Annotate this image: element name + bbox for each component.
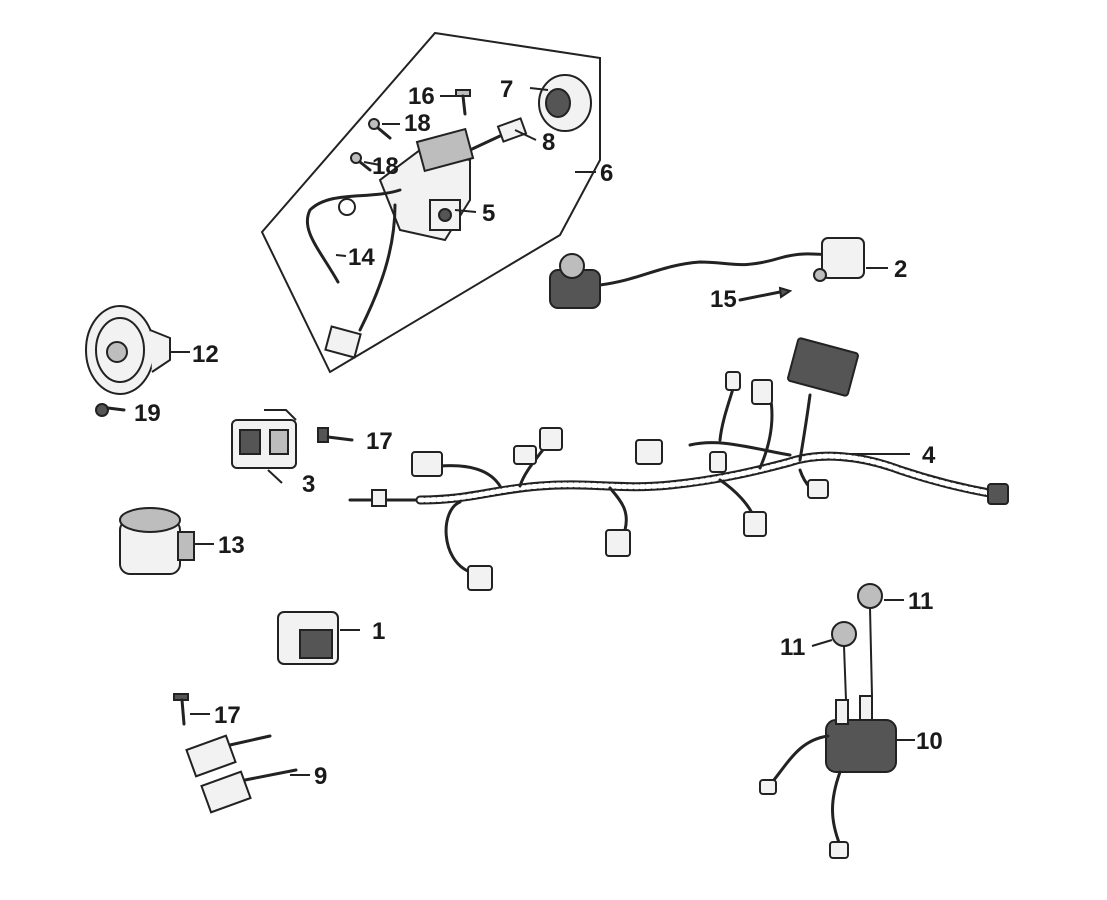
nut-part-11-left bbox=[831, 621, 857, 701]
starter-relay-part-10 bbox=[759, 695, 897, 859]
callout-11-left: 11 bbox=[780, 634, 805, 661]
bolt-part-19 bbox=[95, 403, 126, 417]
callout-18-upper: 18 bbox=[404, 110, 431, 137]
callout-11-right: 11 bbox=[908, 588, 933, 615]
callout-15: 15 bbox=[710, 286, 737, 313]
callout-4: 4 bbox=[922, 442, 936, 469]
switch-part-1 bbox=[277, 611, 339, 665]
callout-13: 13 bbox=[218, 532, 245, 559]
callout-1: 1 bbox=[372, 618, 385, 645]
switch-wire-2 bbox=[358, 203, 397, 332]
ignition-switch-body bbox=[378, 127, 475, 242]
screw-part-15 bbox=[738, 286, 793, 302]
bolt-part-16 bbox=[455, 89, 471, 116]
callout-19: 19 bbox=[134, 400, 161, 427]
flasher-part-13 bbox=[119, 507, 195, 575]
screw-part-18-lower bbox=[350, 152, 372, 172]
nut-part-11-right bbox=[857, 583, 883, 697]
switch-connector bbox=[324, 325, 362, 359]
callout-8: 8 bbox=[542, 129, 555, 156]
callout-5: 5 bbox=[482, 200, 495, 227]
seat-lock-part bbox=[468, 117, 528, 152]
screw-part-18-upper bbox=[368, 118, 392, 140]
callout-16: 16 bbox=[408, 83, 435, 110]
callout-3: 3 bbox=[302, 471, 315, 498]
screw-part-17-upper bbox=[317, 427, 354, 443]
callout-17-upper: 17 bbox=[366, 428, 393, 455]
callout-2: 2 bbox=[894, 256, 907, 283]
callout-9: 9 bbox=[314, 763, 327, 790]
screw-part-17-lower bbox=[173, 693, 189, 726]
callout-7: 7 bbox=[500, 76, 513, 103]
switch-wire bbox=[305, 188, 402, 284]
relay-part-3 bbox=[231, 409, 297, 469]
ignition-coil-part bbox=[549, 237, 865, 309]
horn-part bbox=[85, 305, 171, 395]
connector-part-9 bbox=[185, 734, 298, 814]
key-cover-part bbox=[538, 74, 592, 132]
callout-14: 14 bbox=[348, 244, 375, 271]
callout-18-lower: 18 bbox=[372, 153, 399, 180]
callout-17-lower: 17 bbox=[214, 702, 241, 729]
callout-10: 10 bbox=[916, 728, 943, 755]
callout-6: 6 bbox=[600, 160, 613, 187]
callout-12: 12 bbox=[192, 341, 219, 368]
ignition-switch-assembly-group bbox=[260, 31, 601, 374]
main-wire-harness bbox=[348, 337, 1009, 591]
assembly-outline bbox=[260, 31, 601, 374]
